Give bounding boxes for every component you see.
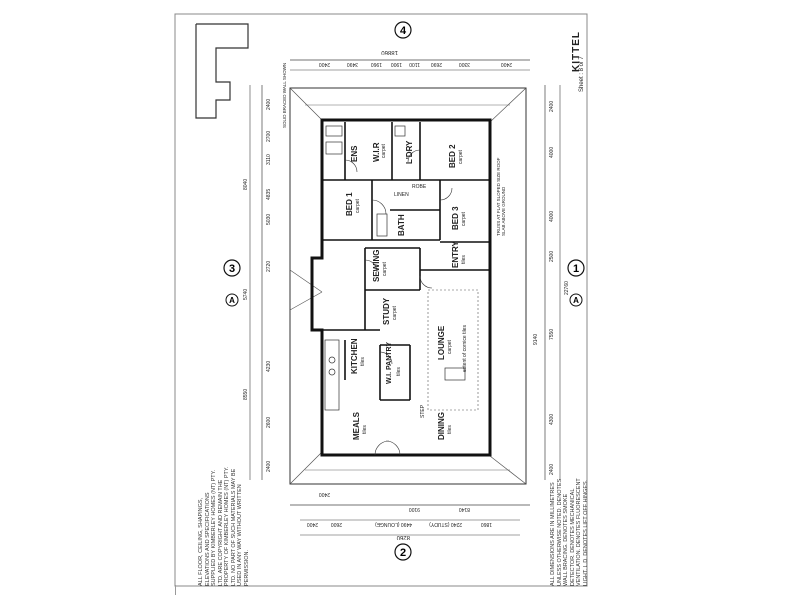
room-label-wir: W.I.R [372, 142, 381, 162]
dim-right-0: 2400 [549, 100, 555, 112]
svg-text:1: 1 [573, 263, 579, 275]
dim-bottom-4: 1860 [480, 521, 492, 527]
wall-note: SOLID BRACED WALL SHOWN [282, 62, 287, 128]
slab-note: TRUSS AT FLAT SLOPED SIZE ROOF SLAB ABOV… [496, 157, 506, 236]
sheet-number: Sheet : 8 of 7 [579, 56, 585, 92]
dim-top-3: 1900 [390, 61, 402, 67]
dim-bottom-7: 2400 [318, 491, 330, 497]
dim-top-5: 2690 [430, 61, 442, 67]
dim-bottom-overall: 8260 [396, 534, 410, 540]
room-label-meals: MEALS [352, 412, 361, 440]
dim-left-1: 2700 [266, 130, 272, 142]
north-marker: 4 [394, 21, 412, 39]
dim-left-7: 2600 [266, 416, 272, 428]
dim-right-2: 4000 [549, 210, 555, 222]
dim-left-2: 3110 [266, 154, 272, 165]
room-label-dining: DINING [437, 412, 446, 440]
dim-right-overall: 22760 [564, 281, 570, 295]
dim-top-0: 2400 [318, 61, 330, 67]
room-floor-wipantry: tiles [396, 367, 402, 376]
room-label-bath: BATH [397, 214, 406, 236]
room-label-study: STUDY [382, 297, 391, 325]
room-label-kitchen: KITCHEN [350, 338, 359, 374]
roof-outline [289, 87, 527, 485]
room-floor-meals: tiles [362, 425, 368, 434]
dim-left-0: 2400 [266, 98, 272, 110]
lounge-note: extent of cornice tiles [462, 325, 468, 372]
room-label-lounge: LOUNGE [437, 325, 446, 360]
copyright-notes: ALL FLOOR, CEILING, SHAPINGS, ELEVATIONS… [198, 466, 250, 586]
room-floor-bed3: carpet [461, 212, 467, 226]
room-floor-entry: tiles [461, 255, 467, 264]
dim-top-7: 2400 [500, 61, 512, 67]
svg-text:2: 2 [400, 547, 406, 559]
dim-bottom-5: 9100 [408, 506, 420, 512]
fixtures [324, 125, 466, 411]
room-label-ens: ENS [350, 145, 359, 162]
dim-right-6: 2400 [549, 463, 555, 475]
south-marker: 2 [394, 543, 412, 561]
room-label-linen: LINEN [394, 192, 409, 198]
room-label-ldry: L'DRY [405, 140, 414, 164]
room-floor-study: carpet [392, 306, 398, 320]
dim-top-overall: 18860 [381, 49, 398, 55]
dim-bottom-3: 2240 (STUDY) [429, 521, 462, 527]
room-label-sewing: SEWING [372, 249, 381, 282]
step-note: STEP [420, 404, 426, 418]
dim-top-4: 1100 [409, 61, 420, 67]
dim-left-group-1: 5740 [243, 288, 249, 300]
dim-right-1: 4000 [549, 146, 555, 158]
section-marker-right: A [569, 293, 583, 307]
dim-left-group-2: 8550 [243, 388, 249, 400]
room-floor-sewing: carpet [382, 262, 388, 276]
page-edge-mark [175, 585, 178, 595]
room-label-bed1: BED 1 [345, 192, 354, 216]
room-label-robe: ROBE [412, 184, 427, 190]
legend-notes: ALL DIMENSIONS ARE IN MILLIMETRES UNLESS… [550, 478, 589, 586]
room-floor-kitchen: tiles [360, 357, 366, 366]
room-label-bed3: BED 3 [451, 206, 460, 230]
svg-text:3: 3 [229, 263, 235, 275]
door-swings [344, 149, 453, 456]
dim-left-3: 4835 [266, 188, 272, 200]
dim-right-5: 4300 [549, 413, 555, 425]
section-marker-left: A [225, 293, 239, 307]
title-block [195, 23, 249, 119]
dim-bottom-6: 8140 [458, 506, 470, 512]
dim-right-misc: 9140 [533, 333, 539, 345]
room-label-bed2: BED 2 [448, 144, 457, 168]
svg-text:A: A [229, 296, 235, 305]
room-floor-lounge: carpet [447, 340, 453, 354]
dim-top-2: 1960 [370, 61, 382, 67]
room-label-entry: ENTRY [451, 241, 460, 268]
dim-left-8: 2400 [266, 460, 272, 472]
dim-left-4: 5030 [266, 213, 272, 225]
room-floor-wir: carpet [381, 144, 387, 158]
page-frame [174, 13, 588, 587]
dim-top-1: 3490 [346, 61, 358, 67]
dim-bottom-2: 4490 (LOUNGE) [375, 521, 412, 527]
room-floor-dining: tiles [447, 425, 453, 434]
dim-bottom-0: 2400 [306, 521, 318, 527]
lounge-carpet-extent [427, 289, 479, 411]
svg-text:A: A [573, 296, 579, 305]
dim-right-3: 2500 [549, 250, 555, 262]
room-label-wipantry: W.I. PANTRY [386, 342, 393, 384]
dim-top-6: 3300 [458, 61, 470, 67]
internal-walls [322, 122, 490, 401]
dim-left-5: 2720 [266, 260, 272, 272]
dim-left-group-0: 8040 [243, 178, 249, 190]
room-floor-bed1: carpet [355, 199, 361, 213]
east-marker: 1 [567, 259, 585, 277]
svg-text:4: 4 [400, 25, 407, 37]
dim-right-4: 7550 [549, 328, 555, 340]
room-floor-bed2: carpet [458, 150, 464, 164]
dim-bottom-1: 2600 [330, 521, 342, 527]
west-marker: 3 [223, 259, 241, 277]
dim-left-6: 4230 [266, 360, 272, 372]
